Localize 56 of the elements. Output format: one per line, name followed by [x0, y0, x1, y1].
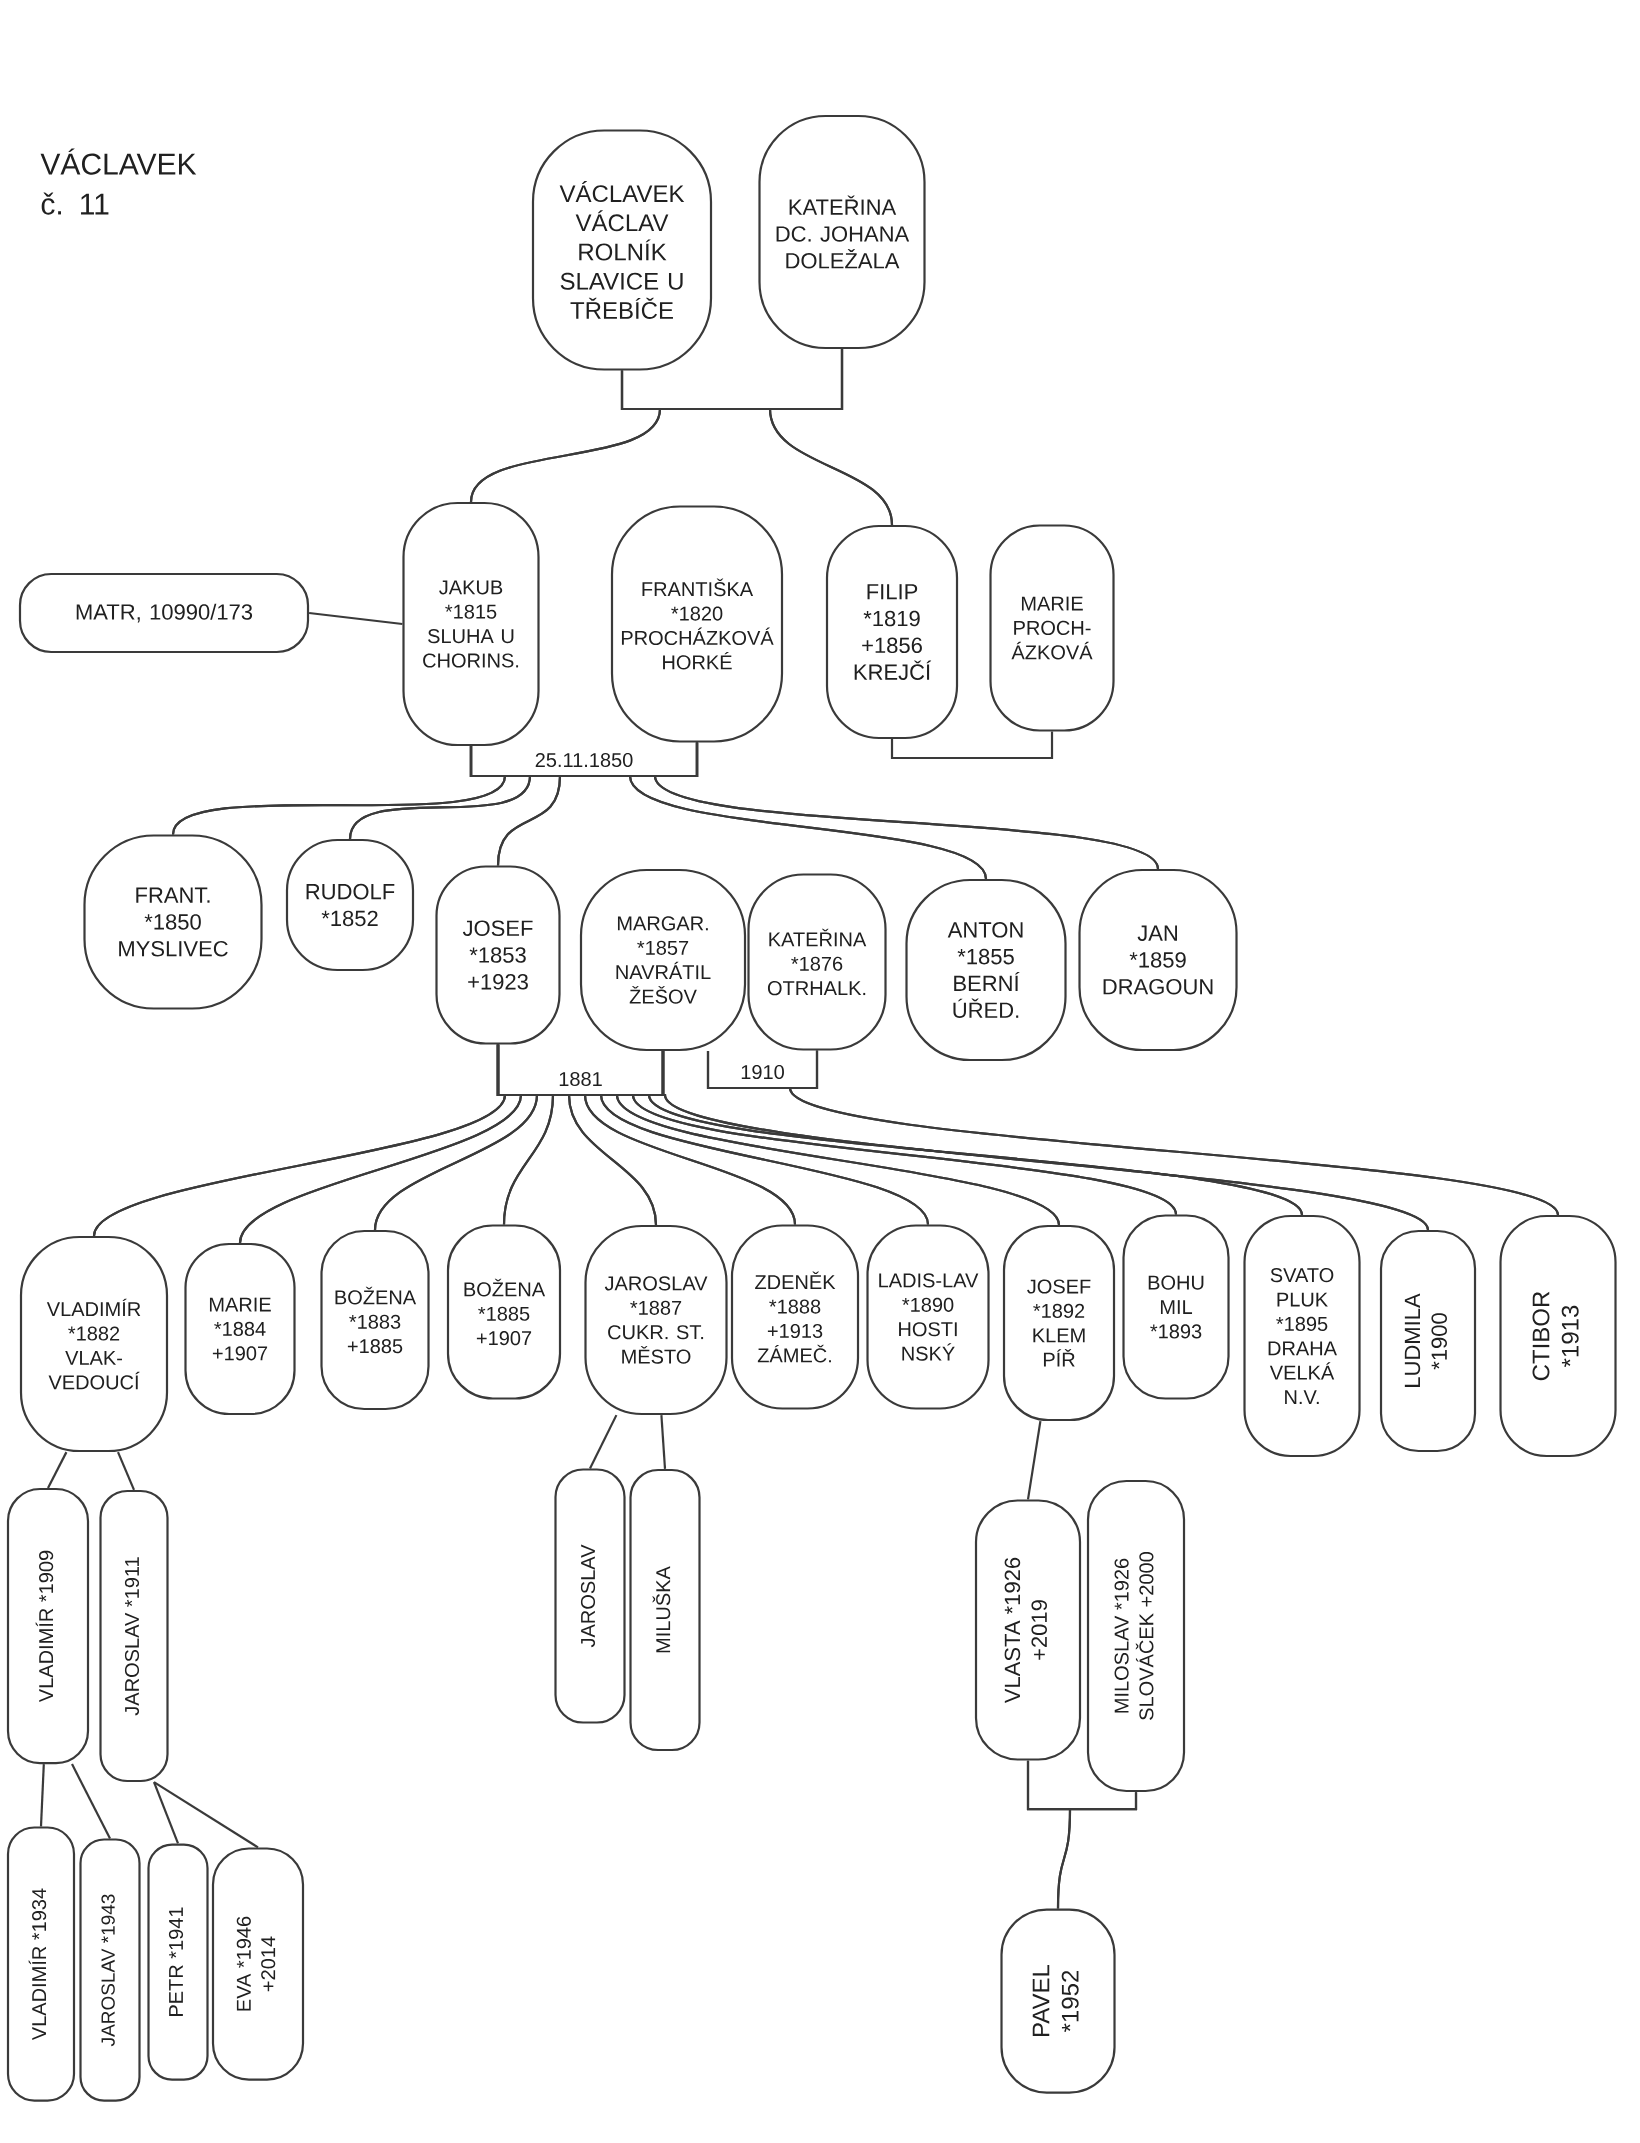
person-box: JOSEF *1853 +1923 [435, 865, 561, 1045]
edge-label: 25.11.1850 [532, 750, 636, 770]
person-box: VLASTA *1926 +2019 [974, 1499, 1082, 1761]
person-box: KATEŘINA DC. JOHANA DOLEŽALA [758, 114, 926, 350]
person-box: EVA *1946 +2014 [211, 1847, 305, 2081]
connector-line [308, 611, 403, 626]
person-box: JAN *1859 DRAGOUN [1078, 868, 1238, 1052]
person-box: SVATO PLUK *1895 DRAHA VELKÁ N.V. [1243, 1214, 1361, 1458]
connector-line [1056, 1792, 1138, 1909]
person-box: MARIE *1884 +1907 [184, 1242, 296, 1416]
person-box: CTIBOR *1913 [1499, 1214, 1617, 1458]
note-box: MATR, 10990/173 [18, 572, 310, 654]
person-box: JAROSLAV *1943 [79, 1838, 141, 2102]
person-box: LUDMILA *1900 [1379, 1229, 1477, 1453]
person-box: BOŽENA *1885 +1907 [446, 1224, 562, 1400]
person-box: JAROSLAV [554, 1468, 626, 1724]
person-box: LADIS-LAV *1890 HOSTI NSKÝ [866, 1224, 990, 1410]
connector-line [653, 742, 1159, 870]
person-box: VLADIMÍR *1934 [6, 1826, 76, 2102]
person-box: FRANT. *1850 MYSLIVEC [83, 834, 263, 1010]
connector-line [768, 349, 894, 526]
heading-text: VÁCLAVEK č. 11 [40, 148, 197, 215]
person-box: MARGAR. *1857 NAVRÁTIL ŽEŠOV [579, 868, 747, 1052]
connector-line [71, 1763, 111, 1839]
person-box: JOSEF *1892 KLEM PÍŘ [1002, 1224, 1116, 1422]
person-box: MILOSLAV *1926 SLOVÁČEK +2000 [1086, 1479, 1186, 1793]
connector-line [47, 1451, 68, 1489]
person-box: ZDENĚK *1888 +1913 ZÁMEČ. [730, 1224, 860, 1410]
person-box: VLADIMÍR *1882 VLAK-VEDOUCÍ [19, 1235, 169, 1453]
person-box: MILUŠKA [629, 1468, 701, 1752]
person-box: RUDOLF *1852 [285, 838, 415, 972]
person-box: JAROSLAV *1911 [99, 1489, 169, 1783]
person-box: PAVEL *1952 [1000, 1908, 1116, 2094]
connector-line [153, 1781, 259, 1849]
person-box: PETR *1941 [147, 1843, 209, 2081]
connector-line [39, 1764, 45, 1827]
marriage-bracket [890, 731, 1054, 760]
person-box: MARIE PROCH-ÁZKOVÁ [989, 524, 1115, 732]
connector-line [117, 1451, 135, 1491]
person-box: BOHU MIL *1893 [1122, 1214, 1230, 1400]
person-box: FILIP *1819 +1856 KREJČÍ [825, 524, 959, 740]
connector-line [1026, 1420, 1042, 1500]
person-box: BOŽENA *1883 +1885 [320, 1229, 430, 1411]
person-box: VLADIMÍR *1909 [6, 1487, 90, 1765]
connector-line [152, 1781, 180, 1844]
person-box: FRANTIŠKA *1820 PROCHÁZKOVÁ HORKÉ [610, 505, 784, 743]
edge-label: 1910 [738, 1062, 787, 1082]
connector-line [589, 1414, 618, 1469]
person-box: JAKUB *1815 SLUHA U CHORINS. [402, 501, 540, 747]
connector-line [661, 1051, 1429, 1231]
connector-line [660, 1415, 667, 1469]
person-box: ANTON *1855 BERNÍ ÚŘED. [905, 878, 1067, 1062]
edge-label: 1881 [556, 1069, 605, 1089]
person-box: VÁCLAVEK VÁCLAV ROLNÍK SLAVICE U TŘEBÍČE [531, 129, 713, 371]
person-box: JAROSLAV *1887 CUKR. ST. MĚSTO [584, 1224, 728, 1416]
person-box: KATEŘINA *1876 OTRHALK. [747, 873, 887, 1051]
